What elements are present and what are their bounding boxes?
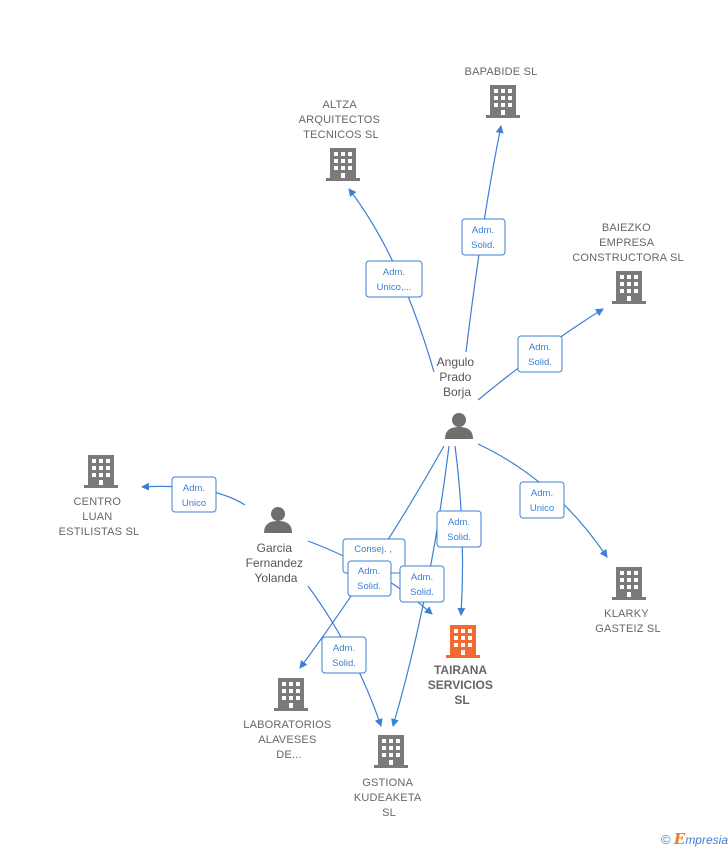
edge-label-angulo-klarky[interactable]: Adm.Unico: [519, 481, 565, 519]
node-tairana[interactable]: TAIRANA SERVICIOS SL: [428, 625, 496, 707]
node-label-tairana: TAIRANA SERVICIOS SL: [428, 663, 496, 707]
person-icon: [264, 507, 292, 533]
node-laboratorios[interactable]: LABORATORIOS ALAVESES DE...: [243, 678, 334, 761]
edge-label-angulo-altza[interactable]: Adm.Unico,...: [365, 260, 423, 298]
svg-text:Adm.Solid.: Adm.Solid.: [410, 572, 434, 598]
edge-label-garcia-tairana[interactable]: Adm.Solid.: [347, 560, 392, 597]
brand-logo-text: mpresia: [685, 833, 728, 847]
building-icon: [326, 148, 360, 181]
node-label-gstiona: GSTIONA KUDEAKETA SL: [354, 777, 424, 819]
node-label-baiezko: BAIEZKO EMPRESA CONSTRUCTORA SL: [572, 222, 684, 264]
brand-footer: © Empresia: [661, 830, 728, 848]
svg-text:Adm.Unico,...: Adm.Unico,...: [377, 267, 412, 293]
node-label-bapabide: BAPABIDE SL: [465, 66, 538, 78]
svg-text:Adm.Unico: Adm.Unico: [182, 483, 206, 509]
node-angulo[interactable]: Angulo Prado Borja: [437, 355, 478, 439]
svg-text:Adm.Solid.: Adm.Solid.: [528, 342, 552, 368]
edge-label-angulo-bapabide[interactable]: Adm.Solid.: [461, 218, 506, 256]
node-klarky[interactable]: KLARKY GASTEIZ SL: [595, 567, 661, 635]
building-icon: [612, 271, 646, 304]
node-label-laboratorios: LABORATORIOS ALAVESES DE...: [243, 719, 334, 761]
node-label-klarky: KLARKY GASTEIZ SL: [595, 608, 661, 635]
svg-text:Adm.Solid.: Adm.Solid.: [357, 566, 381, 592]
edges: [141, 125, 608, 727]
building-icon: [84, 455, 118, 488]
edge-label-garcia-centro[interactable]: Adm.Unico: [171, 476, 217, 513]
svg-text:Adm.Solid.: Adm.Solid.: [332, 643, 356, 669]
node-label-centro: CENTRO LUAN ESTILISTAS SL: [59, 496, 140, 538]
svg-text:Adm.Unico: Adm.Unico: [530, 488, 554, 514]
person-icon: [445, 413, 473, 439]
building-icon: [612, 567, 646, 600]
edge-label-angulo-tairana[interactable]: Adm.Solid.: [436, 510, 482, 548]
edge-label-garcia-gstiona[interactable]: Adm.Solid.: [321, 636, 367, 674]
building-icon: [446, 625, 480, 658]
node-garcia[interactable]: Garcia Fernandez Yolanda: [246, 507, 307, 585]
node-centro[interactable]: CENTRO LUAN ESTILISTAS SL: [59, 455, 140, 538]
edge-label-angulo-gstiona[interactable]: Adm.Solid.: [399, 565, 445, 603]
node-baiezko[interactable]: BAIEZKO EMPRESA CONSTRUCTORA SL: [572, 222, 684, 304]
node-altza[interactable]: ALTZA ARQUITECTOS TECNICOS SL: [299, 99, 384, 181]
edge-labels: Adm.Solid. Adm.Unico,... Adm.Solid. Adm.…: [171, 218, 565, 674]
copyright-icon: ©: [660, 832, 671, 847]
brand-logo-initial: E: [673, 830, 686, 848]
node-bapabide[interactable]: BAPABIDE SL: [465, 66, 538, 118]
building-icon: [374, 735, 408, 768]
node-gstiona[interactable]: GSTIONA KUDEAKETA SL: [354, 735, 424, 819]
nodes: BAPABIDE SL ALTZA ARQUITECTOS TECNICOS S…: [59, 66, 684, 819]
node-label-altza: ALTZA ARQUITECTOS TECNICOS SL: [299, 99, 384, 141]
svg-text:Adm.Solid.: Adm.Solid.: [447, 517, 471, 543]
svg-text:Adm.Solid.: Adm.Solid.: [471, 225, 495, 251]
edge-label-angulo-baiezko[interactable]: Adm.Solid.: [517, 335, 563, 373]
building-icon: [274, 678, 308, 711]
building-icon: [486, 85, 520, 118]
node-label-angulo: Angulo Prado Borja: [437, 355, 478, 399]
node-label-garcia: Garcia Fernandez Yolanda: [246, 541, 307, 585]
